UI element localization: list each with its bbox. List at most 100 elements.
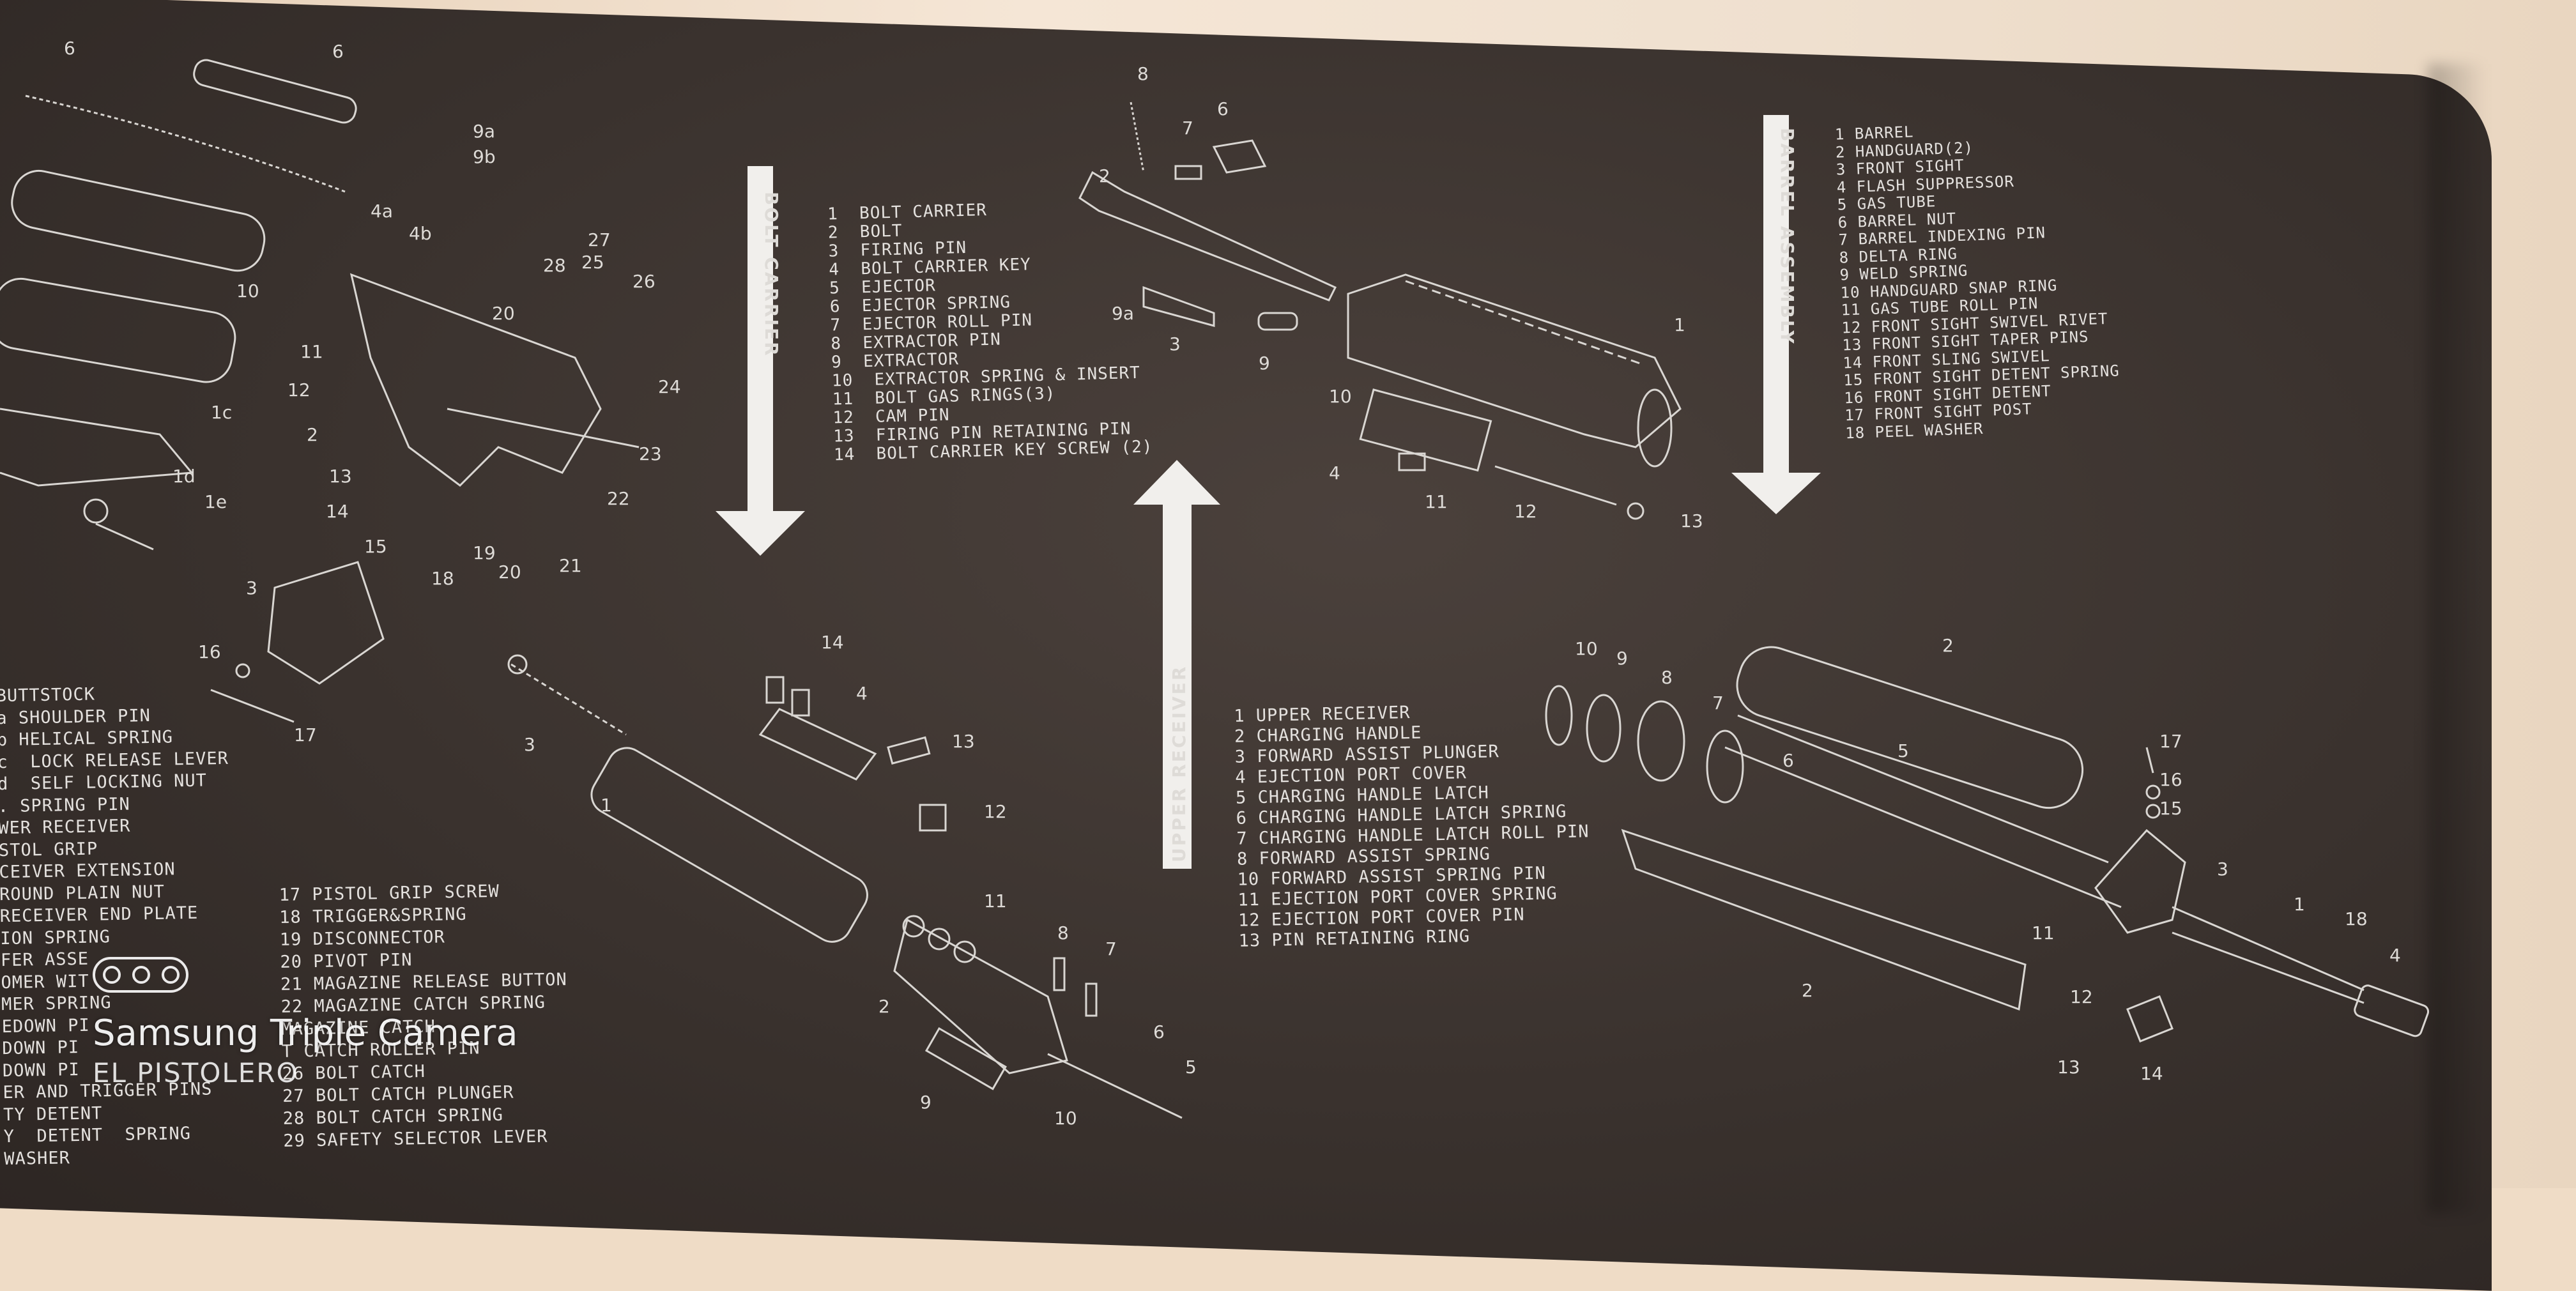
upper-receiver-up-arrow [1133,460,1220,869]
part-number-label: 7 [1105,938,1117,959]
part-number-label: 17 [294,724,317,745]
part-number-label: 3 [524,734,535,755]
bolt-carrier-drawing [590,747,868,943]
part-number-label: 10 [1575,638,1598,659]
part-number-label: 9 [1616,648,1628,669]
part-number-label: 20 [498,561,521,583]
part-number-label: 22 [607,488,630,509]
camera-lens-icon [93,957,188,993]
part-number-label: 16 [2159,769,2182,790]
bolt-carrier-key-drawing [758,708,877,781]
part-number-label: 11 [1425,491,1448,512]
receiver-extension-drawing [0,277,236,383]
part-number-label: 13 [2057,1057,2080,1078]
part-number-label: 4 [2389,945,2401,966]
part-number-label: 6 [1217,98,1229,119]
part-number-label: 9 [920,1092,931,1113]
part-number-label: 14 [2140,1063,2163,1084]
front-sight-drawing [2094,829,2186,934]
part-number-label: 10 [1054,1108,1077,1129]
barrel-nut-tube-drawing [1724,746,2122,908]
part-number-label: 20 [492,303,515,324]
part-number-label: 17 [2159,731,2182,752]
legend-entry: RECEIVER END PLATE [0,903,199,927]
part-number-label: 12 [2070,986,2093,1007]
direction-arrows: BOLT CARRIER UPPER RECEIVER BARREL ASSEM… [716,115,1821,869]
part-number-label: 10 [236,280,259,302]
part-number-label: 19 [473,542,496,563]
barrel-drawing [2172,906,2365,991]
buttstock-drawing [0,408,194,487]
buffer-pin-drawing [193,59,357,124]
part-number-label: 1d [172,466,195,487]
part-number-label: 6 [1153,1021,1165,1043]
part-number-label: 11 [984,890,1007,912]
buffer-spring-drawing [25,95,346,193]
part-number-label: 13 [329,466,352,487]
part-number-label: 5 [1185,1057,1197,1078]
part-number-label: 6 [64,38,75,59]
part-number-label: 12 [1514,501,1537,522]
part-number-label: 13 [1680,510,1703,531]
upper-arrow-label: UPPER RECEIVER [1169,665,1190,862]
part-number-label: 5 [1897,740,1909,761]
barrel-assembly-diagram [1545,646,2430,1043]
mat-edge-shadow [2428,64,2485,1214]
buffer-tube-drawing [11,169,266,272]
part-number-label: 16 [198,641,221,662]
part-number-label: 12 [288,379,310,401]
part-number-label: 11 [300,341,323,362]
part-number-label: 13 [952,731,975,752]
part-number-label: 2 [878,996,890,1017]
lower-receiver-diagram [0,59,640,723]
part-number-label: 4 [1329,462,1340,484]
part-number-label: 8 [1057,922,1069,943]
part-number-label: 10 [1329,386,1352,407]
charging-handle-drawing [1078,171,1337,302]
part-number-label: 15 [2159,798,2182,819]
part-number-label: 2 [307,424,318,445]
barrel-assembly-down-arrow [1731,115,1821,514]
bolt-carrier-down-arrow [716,166,805,556]
part-number-label: 23 [639,443,662,464]
barrel-arrow-label: BARREL ASSEMBLY [1777,128,1798,346]
part-number-label: 8 [1661,667,1673,688]
flash-suppressor-drawing [2354,984,2430,1037]
part-number-label: 4a [371,201,393,222]
upper-handguard-drawing [1736,646,2084,809]
lock-nut-drawing [83,498,109,524]
legend-entry: WASHER [4,1147,71,1169]
part-number-label: 6 [332,41,344,62]
part-number-label: 12 [984,801,1007,822]
part-number-label: 2 [1942,635,1954,656]
part-number-label: 25 [581,252,604,273]
part-number-label: 2 [1099,165,1110,187]
part-number-label: 2 [1802,980,1813,1001]
part-number-label: 1c [211,402,232,423]
part-number-label: 1 [601,795,612,816]
lower-receiver-drawing [349,273,602,487]
part-number-label: 21 [559,555,582,576]
part-number-label: 7 [1182,118,1193,139]
upper-receiver-diagram [1078,102,1682,520]
part-number-label: 18 [2345,908,2368,929]
part-number-label: 9a [1112,303,1134,324]
part-number-label: 9 [1259,353,1270,374]
part-number-label: 6 [1782,750,1794,771]
part-number-label: 28 [543,255,566,276]
part-number-label: 3 [246,577,257,599]
bolt-arrow-label: BOLT CARRIER [761,192,782,358]
bolt-carrier-diagram [507,654,1183,1119]
ejection-port-cover-drawing [1359,388,1492,472]
part-number-label: 27 [588,229,611,250]
camera-watermark: Samsung Triple Camera [93,1012,518,1054]
part-number-label: 8 [1137,63,1149,84]
part-number-label: 11 [2032,922,2055,943]
part-number-label: 1e [204,491,227,512]
